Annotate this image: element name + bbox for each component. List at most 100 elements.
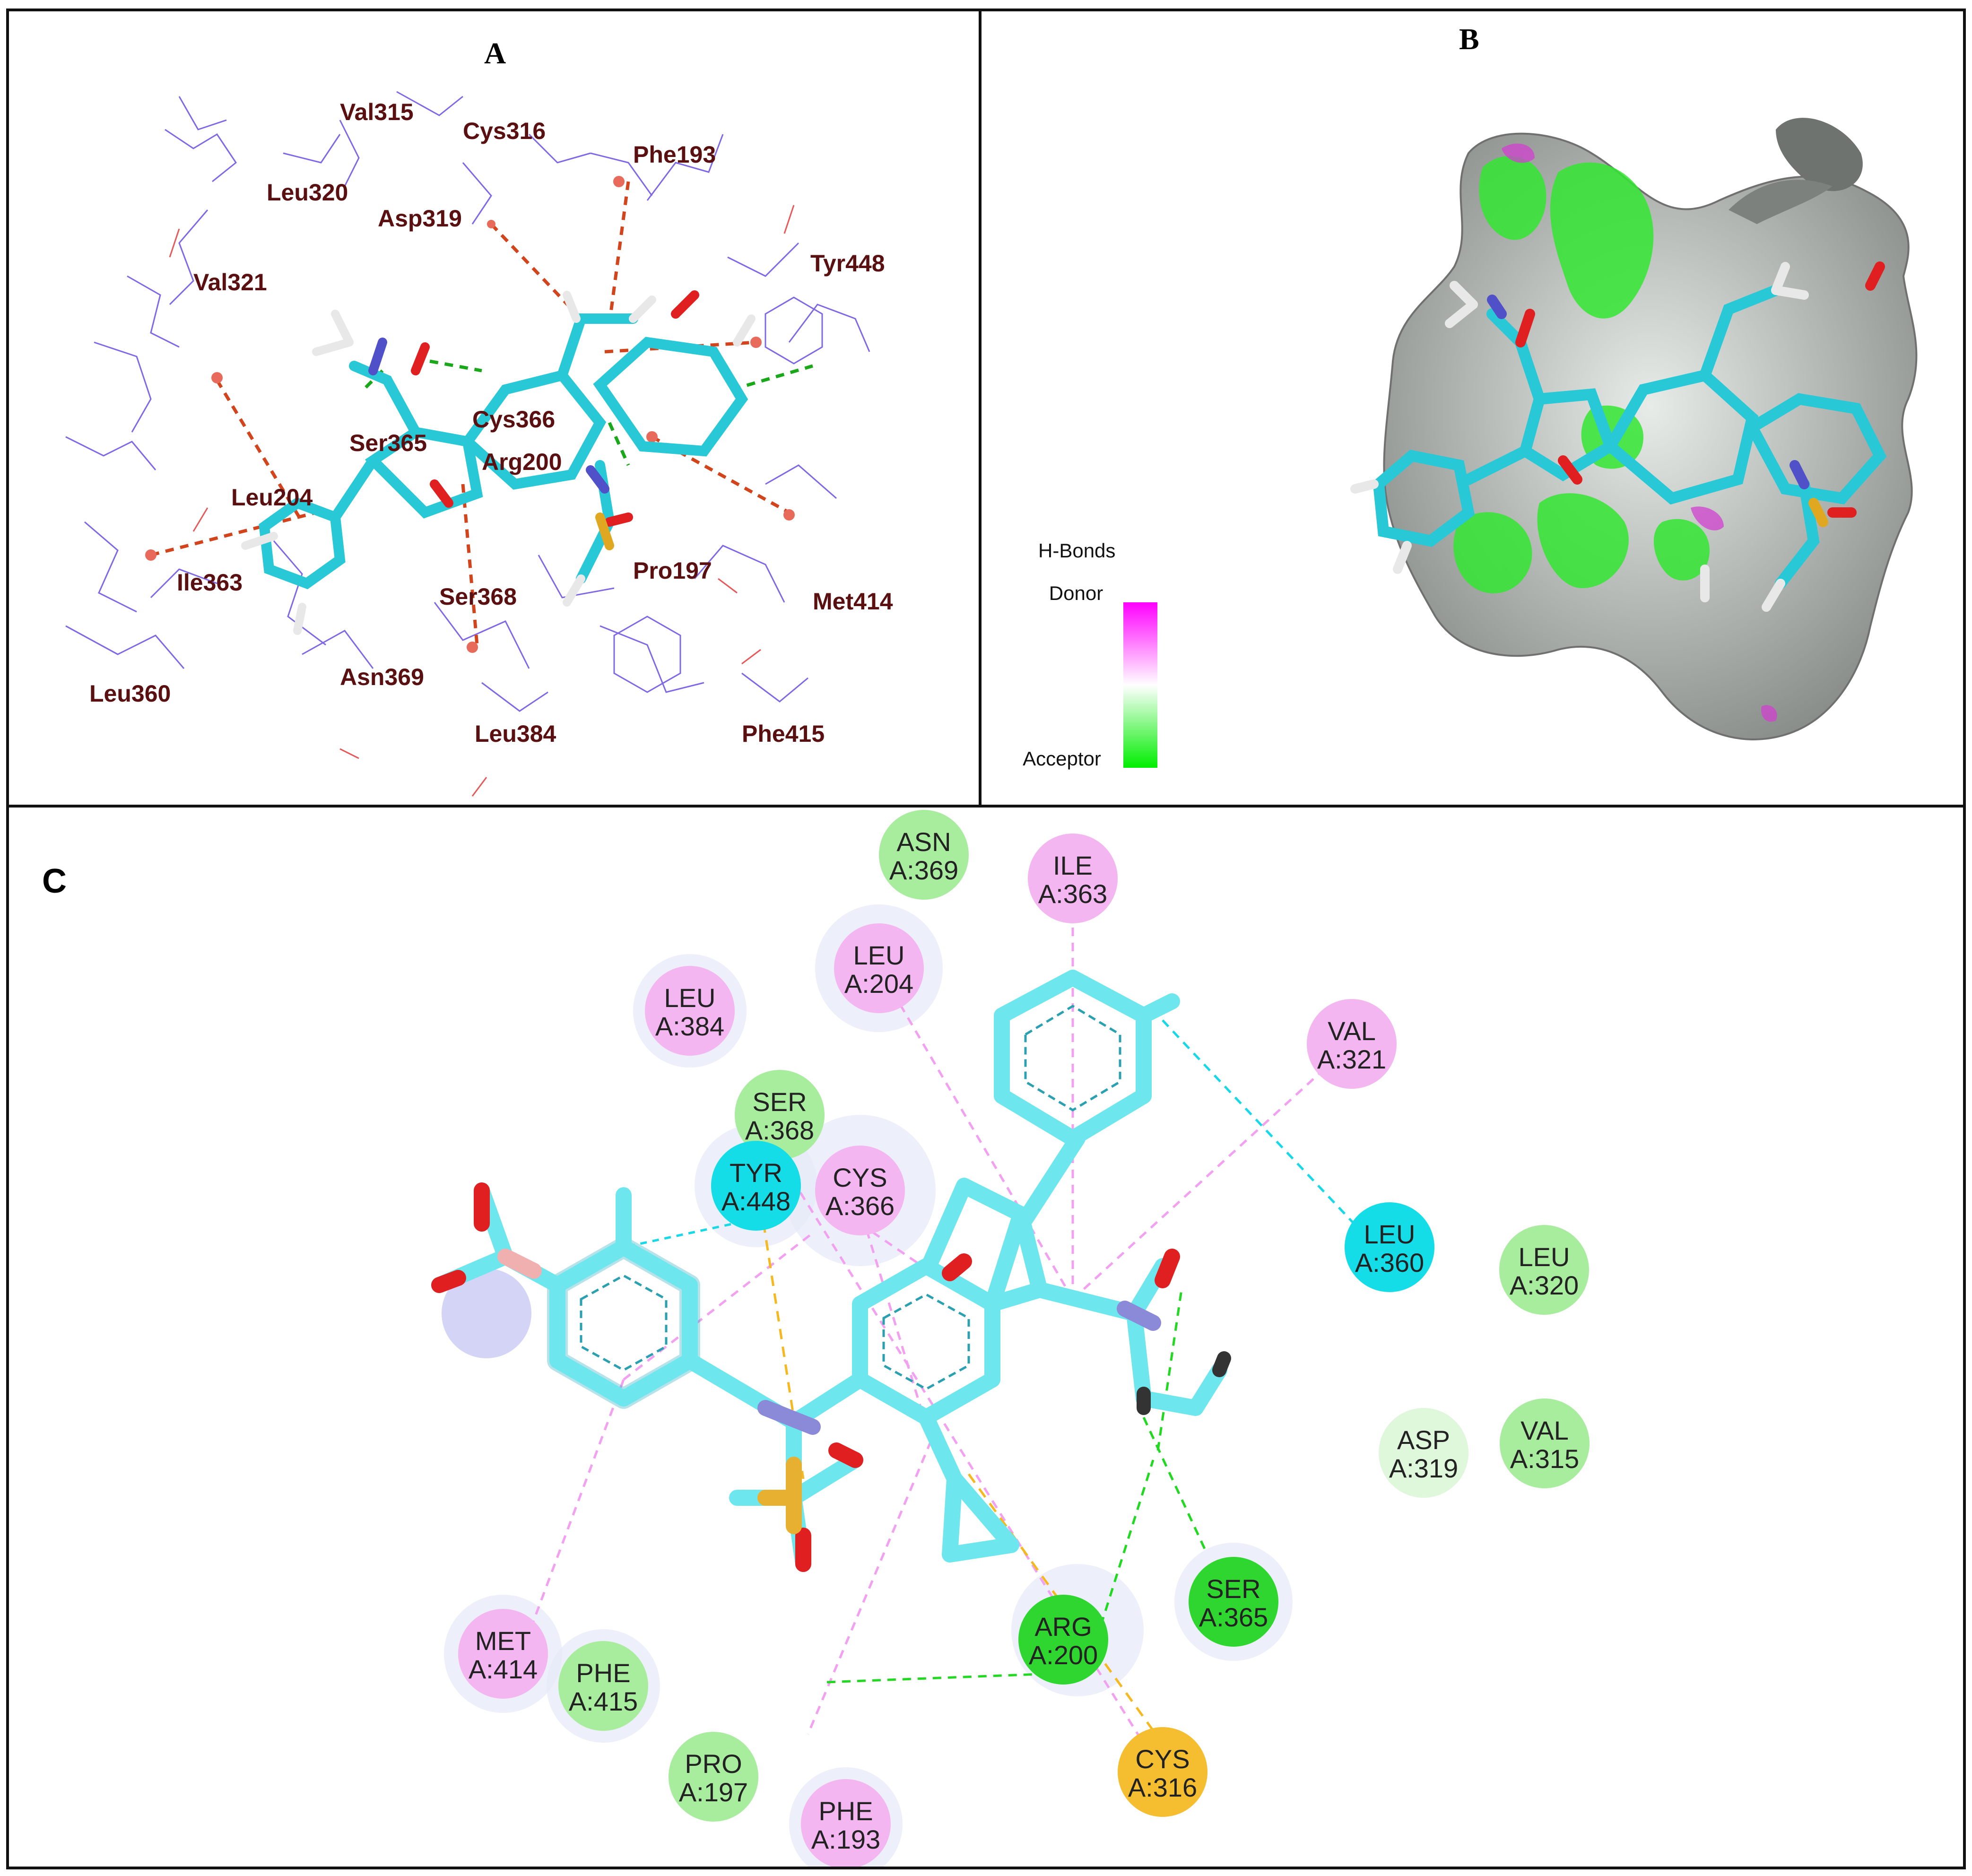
residue-id: A:193 [811, 1824, 880, 1854]
res-label-asp319: Asp319 [378, 205, 462, 232]
panel-b-nitrogen [1487, 295, 1809, 489]
receptor-surface-flap [1776, 118, 1863, 191]
residue-name: CYS [1135, 1744, 1190, 1774]
residue-disk [879, 810, 969, 900]
panel-a: A [6, 9, 982, 808]
residue-disk [1018, 1595, 1108, 1685]
residue-name: VAL [1520, 1416, 1569, 1445]
halogen-line-tyr448 [628, 1217, 756, 1248]
panel-b-oxygens [1515, 261, 1885, 518]
panel-a-figure: A [65, 36, 893, 797]
residue-disk [1379, 1408, 1468, 1498]
res-label-ser365: Ser365 [349, 430, 427, 456]
residue-name: VAL [1328, 1016, 1376, 1046]
ligand-oxygen-bonds [431, 1182, 1180, 1572]
ligand-hydrogens [241, 291, 756, 635]
ligand-sticks [259, 313, 748, 590]
res-label-pro197: Pro197 [633, 557, 712, 584]
panel-b-hydrogens [1350, 262, 1809, 612]
res-label-leu360: Leu360 [89, 680, 171, 707]
residue-name: LEU [1519, 1242, 1570, 1272]
solvent-accessibility-halo [442, 1268, 531, 1358]
residue-id: A:366 [825, 1191, 895, 1221]
panel-b-title: B [1459, 22, 1479, 56]
residue-disk [801, 1779, 891, 1867]
res-label-leu320: Leu320 [267, 179, 348, 206]
ligand-sulfur [595, 512, 614, 550]
residue-id: A:204 [844, 969, 913, 999]
residue-disk [645, 966, 735, 1056]
residue-name: MET [475, 1626, 531, 1656]
res-label-phe193: Phe193 [633, 141, 716, 168]
residue-disk [1189, 1557, 1278, 1647]
res-label-leu204: Leu204 [231, 484, 313, 511]
res-label-val315: Val315 [340, 99, 414, 125]
ligand-nitrogen-bonds [757, 1301, 1161, 1435]
panel-c-title: C [42, 862, 67, 900]
res-label-phe415: Phe415 [742, 721, 825, 747]
res-label-leu384: Leu384 [475, 721, 556, 747]
residue-name: ARG [1034, 1612, 1092, 1642]
residue-disk [669, 1732, 758, 1822]
residue-disk [1028, 834, 1118, 923]
residue-name: LEU [664, 983, 716, 1013]
residue-id: A:448 [721, 1186, 791, 1216]
receptor-surface-wing [1729, 180, 1833, 224]
residue-disk [834, 923, 924, 1013]
contact-spheres [145, 176, 795, 653]
residue-disk [711, 1141, 801, 1231]
res-label-tyr448: Tyr448 [810, 250, 885, 277]
halogen-line-leu360 [1162, 1019, 1390, 1262]
residue-name: PRO [685, 1749, 742, 1779]
residue-id: A:197 [679, 1777, 748, 1807]
residue-name: LEU [853, 940, 905, 970]
ligand-terminal-atoms [1137, 1351, 1231, 1415]
residue-id: A:200 [1029, 1640, 1098, 1670]
panel-b-sulfur [1808, 498, 1828, 527]
residue-disk [735, 1070, 825, 1160]
residue-disk [1499, 1225, 1589, 1315]
panel-c: C [6, 805, 1966, 1869]
residue-id: A:368 [745, 1115, 814, 1145]
residue-oxygens [169, 205, 795, 797]
legend-title: H-Bonds [1038, 539, 1115, 562]
residue-name: SER [752, 1087, 807, 1117]
res-label-cys316: Cys316 [463, 118, 546, 144]
residue-id: A:360 [1355, 1248, 1424, 1277]
panel-c-ligand [431, 970, 1231, 1572]
residue-id: A:315 [1510, 1444, 1579, 1474]
residue-wireframe [65, 91, 870, 712]
residue-id: A:321 [1317, 1044, 1386, 1074]
ligand-boron [497, 1249, 542, 1279]
res-label-ser368: Ser368 [439, 583, 517, 610]
res-label-cys366: Cys366 [472, 406, 555, 433]
residue-disk [458, 1609, 548, 1699]
residue-id: A:363 [1038, 879, 1107, 909]
residue-id: A:319 [1389, 1453, 1458, 1483]
residue-disk [815, 1146, 905, 1235]
aromatic-inner-rings [580, 1005, 1121, 1390]
ligand-sulfur-bonds [757, 1457, 802, 1534]
panel-b: B [979, 9, 1966, 808]
residue-id: A:365 [1199, 1602, 1268, 1632]
residue-id: A:384 [655, 1011, 724, 1041]
ligand-oxygens [411, 290, 699, 527]
panel-c-figure: C [42, 810, 1590, 1867]
res-label-val321: Val321 [193, 269, 267, 295]
residue-disk [1345, 1202, 1434, 1292]
